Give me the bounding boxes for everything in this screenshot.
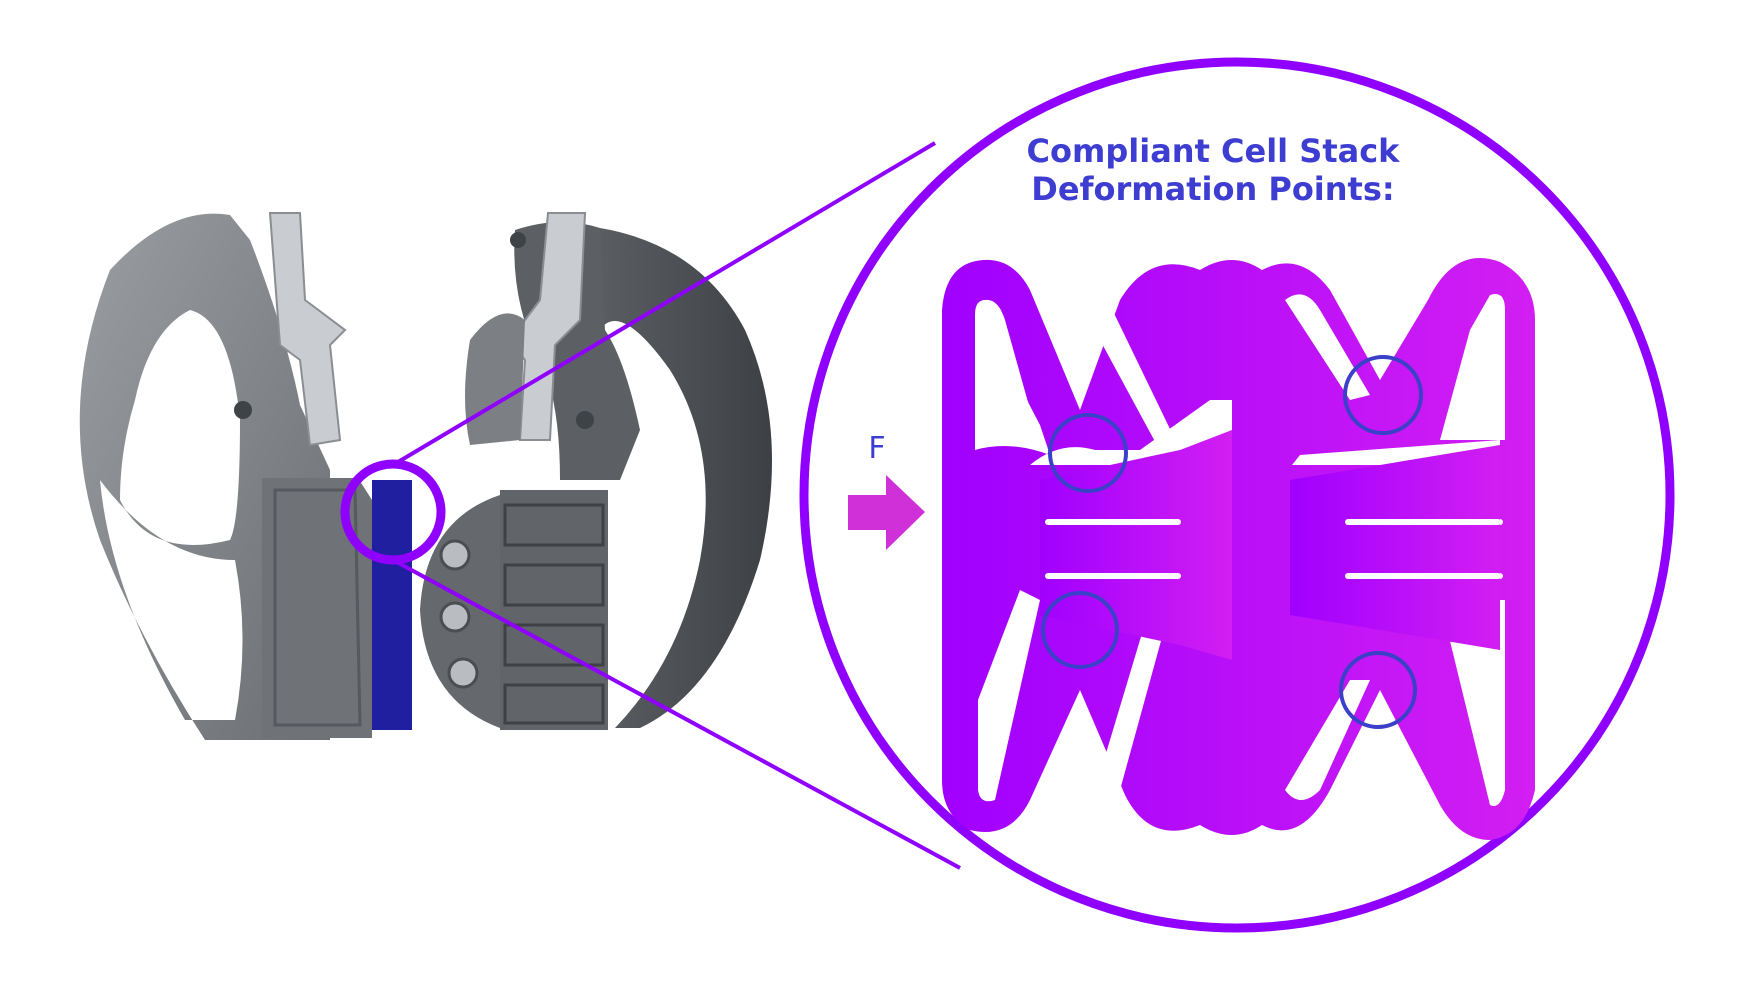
left-bolt xyxy=(234,401,252,419)
cell-gap-left-top xyxy=(977,299,1040,445)
left-grip-block-face xyxy=(273,488,362,727)
deformation-marker xyxy=(1343,355,1423,435)
callout-title-line1: Compliant Cell Stack xyxy=(1027,132,1401,170)
cell-gap-right-bottom xyxy=(1440,600,1505,806)
right-finger-hook xyxy=(465,313,525,445)
cell-slits-front xyxy=(1045,519,1501,579)
cell-center-bar-right xyxy=(1290,445,1500,650)
deformation-markers xyxy=(1041,355,1423,729)
cell-gap-mid-bottom xyxy=(1095,590,1175,800)
right-slotted-block xyxy=(500,490,608,730)
cell-center-bar-left xyxy=(1040,430,1232,660)
deformation-marker xyxy=(1041,591,1119,669)
left-steel-jaw xyxy=(268,212,347,447)
force-label: F xyxy=(868,431,885,466)
callout-title-line2: Deformation Points: xyxy=(1031,170,1394,208)
cell-gap-mid-top-r xyxy=(1285,294,1370,400)
zoom-ring-small xyxy=(340,459,446,565)
left-grip-block xyxy=(262,478,372,738)
force-arrow-icon xyxy=(848,475,925,550)
right-block-slots xyxy=(503,503,605,725)
hub-bolt-1 xyxy=(439,539,471,571)
hub-bolt-2 xyxy=(439,601,471,633)
blue-cell-stack xyxy=(372,480,412,730)
hub-bolt-3 xyxy=(447,657,479,689)
cell-outer-shape xyxy=(942,257,1535,841)
cell-gap-right-top xyxy=(1440,294,1505,440)
deformation-marker xyxy=(1339,651,1417,729)
zoom-line-bottom xyxy=(392,558,961,870)
right-finger-frame xyxy=(600,228,772,728)
cell-gap-mid-top xyxy=(1080,295,1185,460)
right-bolt xyxy=(576,411,594,429)
deformation-marker xyxy=(1048,413,1128,493)
cell-gap-left-bottom xyxy=(978,590,1040,802)
zoom-line-top xyxy=(391,141,937,467)
compliant-cell-stack xyxy=(942,257,1535,841)
top-bolt xyxy=(510,232,526,248)
